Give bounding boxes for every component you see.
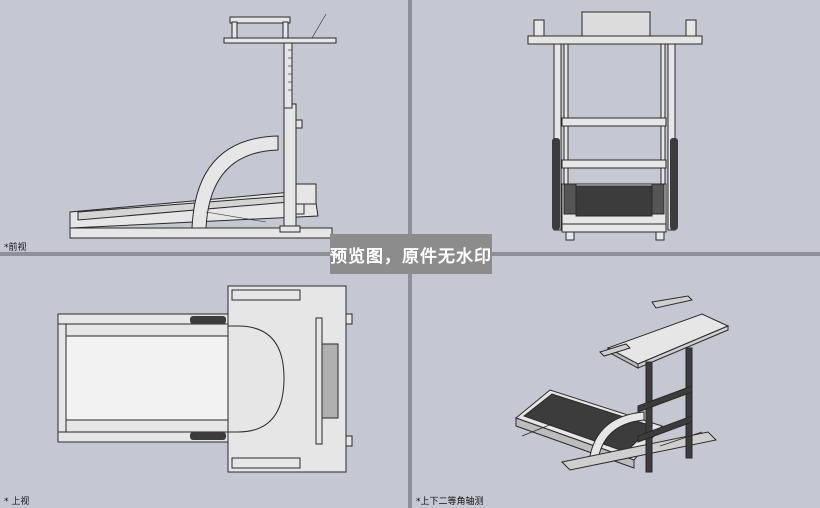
right-crossbar-lower <box>561 159 667 169</box>
iso-table <box>606 313 730 365</box>
front-column <box>283 103 297 229</box>
right-view-drawing <box>527 11 703 241</box>
right-crossbar-upper <box>561 117 667 127</box>
right-leg-left <box>553 43 562 231</box>
right-handle <box>581 11 651 37</box>
iso-base <box>560 431 718 471</box>
front-pole <box>283 41 293 109</box>
viewport-iso-label: *上下二等角轴测 <box>416 497 484 507</box>
viewport-right[interactable] <box>412 0 820 252</box>
iso-view-drawing <box>515 295 730 473</box>
viewport-iso[interactable]: *上下二等角轴测 <box>412 256 820 508</box>
top-panel <box>319 343 339 419</box>
right-leg-right <box>667 43 676 231</box>
iso-leg-right <box>685 347 693 459</box>
front-view-drawing <box>69 13 337 239</box>
viewport-front-label: *前视 <box>4 243 27 252</box>
front-handle <box>229 16 291 24</box>
right-table <box>527 35 703 45</box>
front-table <box>223 37 337 44</box>
front-motor <box>295 183 317 205</box>
viewport-top-label: * 上视 <box>4 497 30 507</box>
top-view-drawing <box>57 285 353 473</box>
iso-leg-left <box>645 361 653 473</box>
front-arch <box>191 135 279 229</box>
viewport-top[interactable]: * 上视 <box>0 256 408 508</box>
watermark-banner: 预览图，原件无水印 <box>330 234 492 274</box>
viewport-front[interactable]: *前视 <box>0 0 408 252</box>
